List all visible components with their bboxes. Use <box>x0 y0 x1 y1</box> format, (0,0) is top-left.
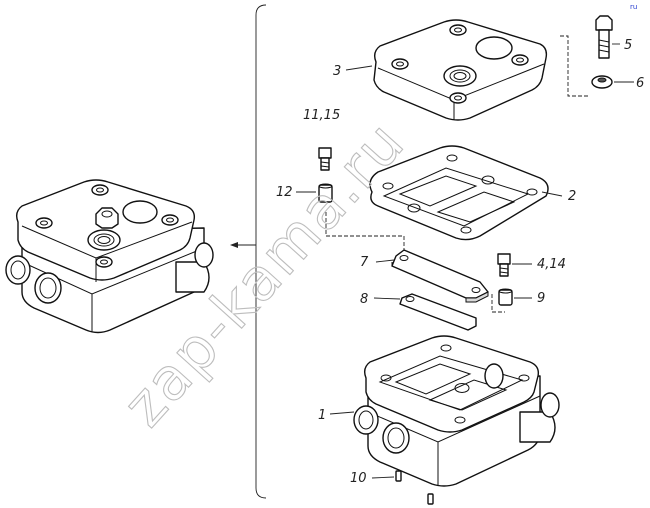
part-3-cover <box>373 19 548 121</box>
assembled-cylinder-head <box>5 179 214 334</box>
label-2: 2 <box>568 189 576 204</box>
leader-lines <box>296 43 634 479</box>
part-1-cylinder-block <box>353 335 560 487</box>
label-12: 12 <box>276 185 293 200</box>
assembly-bracket <box>230 4 267 499</box>
part-5-bolt <box>595 15 613 59</box>
label-11-15: 11,15 <box>303 108 340 123</box>
part-8-valve-plate <box>399 293 477 331</box>
label-5: 5 <box>624 38 632 53</box>
bottom-pin <box>427 493 434 505</box>
label-4-14: 4,14 <box>537 257 566 272</box>
part-2-gasket <box>369 145 549 241</box>
label-7: 7 <box>360 255 369 270</box>
label-3: 3 <box>333 64 341 79</box>
part-4-14-screw <box>497 253 511 277</box>
part-9-bushing <box>498 288 513 306</box>
label-9: 9 <box>537 291 545 306</box>
part-6-washer <box>591 75 613 89</box>
part-7-valve-strip <box>391 249 489 303</box>
part-12-bushing <box>318 183 333 203</box>
label-8: 8 <box>360 292 368 307</box>
part-10-pin <box>395 470 402 482</box>
part-labels: 3 2 5 6 11,15 12 7 8 4,14 9 1 10 <box>276 38 644 486</box>
label-6: 6 <box>636 76 644 91</box>
corner-mark: ru <box>630 3 637 11</box>
part-11-15-screw <box>318 147 332 171</box>
label-10: 10 <box>350 471 367 486</box>
label-1: 1 <box>318 408 326 423</box>
